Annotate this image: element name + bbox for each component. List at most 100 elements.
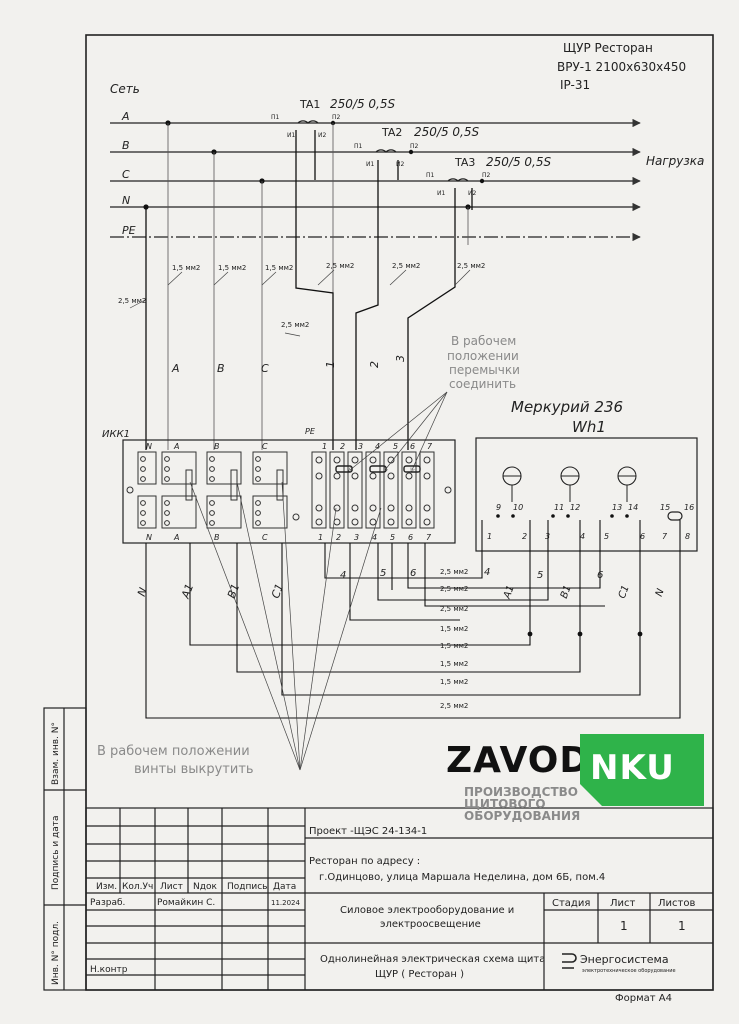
transformer-ta1: TA1 250/5 0,5S П1 П2 И1 И2 — [271, 97, 395, 139]
drawing-title1: Силовое электрооборудование и — [340, 905, 514, 916]
terminal-top-label: PE — [305, 427, 316, 436]
meter-bottom-terminal: 8 — [685, 532, 690, 541]
current-wires — [145, 130, 473, 450]
meter-top-terminal: 11 — [554, 503, 564, 512]
meter-top-terminal: 16 — [684, 503, 694, 512]
terminal-top-label: 4 — [375, 442, 380, 451]
terminal-screw — [315, 504, 323, 512]
meter-bottom-terminal: 6 — [640, 532, 645, 541]
terminal-screw — [315, 518, 323, 526]
terminal-screw — [405, 504, 413, 512]
terminal-top-label: B — [214, 442, 220, 451]
section-mid: 2,5 мм2 — [281, 321, 309, 329]
col-podpis: Подпись — [227, 882, 267, 892]
mark-n-lower: N — [135, 586, 150, 598]
panel-ip: IP-31 — [560, 78, 590, 92]
jumper-note-l4: соединить — [449, 377, 516, 391]
mark-3-upper: 3 — [394, 355, 407, 362]
ta1-p2: П2 — [332, 114, 341, 121]
mark-4-meter: 4 — [484, 567, 490, 578]
ta1-i2: И2 — [318, 132, 326, 139]
meter-bottom-terminal: 2 — [522, 532, 527, 541]
listov-label: Листов — [658, 898, 695, 909]
meter-box — [475, 437, 698, 552]
terminal-screw — [405, 472, 413, 480]
col-ndok: Nдок — [193, 882, 217, 892]
ta2-i2: И2 — [396, 161, 404, 168]
logo-sub-line1: ПРОИЗВОДСТВО — [464, 785, 578, 799]
terminal-bottom-label: 4 — [372, 533, 377, 542]
terminal-screw — [387, 456, 395, 464]
screw-note-l2: винты выкрутить — [134, 762, 254, 777]
logo-subtitle: ПРОИЗВОДСТВО ЩИТОВОГО ОБОРУДОВАНИЯ — [464, 786, 580, 822]
meter-top-terminal: 12 — [570, 503, 580, 512]
logo-nku-text: NKU — [590, 748, 675, 788]
terminal-screw — [140, 476, 146, 482]
terminal-link — [230, 469, 238, 501]
transformer-ta3: TA3 250/5 0,5S П1 П2 И1 И2 — [426, 155, 551, 197]
terminal-screw — [164, 510, 170, 516]
mark-a-upper: A — [171, 362, 180, 375]
terminal-screw — [255, 510, 261, 516]
mark-2-upper: 2 — [368, 361, 381, 368]
logo-notch — [580, 784, 602, 806]
bus-c-label: C — [122, 168, 130, 181]
mount-hole — [444, 486, 452, 494]
logo-zavod-text: ZAVOD — [446, 740, 591, 781]
drawing-title2: электроосвещение — [380, 919, 481, 930]
project-code: Проект -ЩЭС 24-134-1 — [309, 826, 427, 837]
terminal-screw — [369, 456, 377, 464]
meter-top-terminal: 13 — [612, 503, 622, 512]
logo-sub-line2: ЩИТОВОГО — [464, 797, 546, 811]
terminal-screw — [423, 472, 431, 480]
col-izm: Изм. — [96, 882, 117, 892]
terminal-screw — [255, 476, 261, 482]
terminal-screw — [140, 456, 146, 462]
mark-6-meter: 6 — [597, 570, 603, 581]
terminal-screw — [405, 518, 413, 526]
mark-c1-lower: C1 — [269, 582, 286, 600]
terminal-cell — [137, 495, 157, 529]
jumper-bar — [335, 465, 353, 473]
terminal-screw — [333, 518, 341, 526]
terminal-narrow — [311, 451, 327, 529]
address-line2: г.Одинцово, улица Маршала Неделина, дом … — [319, 872, 605, 883]
lower-wiring — [145, 520, 681, 719]
side-stamp-inv: Инв. N° подл. — [51, 921, 61, 985]
lower-section-3: 2,5 мм2 — [440, 605, 468, 613]
ta2-i1: И1 — [366, 161, 374, 168]
meter-bottom-terminal: 4 — [580, 532, 585, 541]
terminal-screw — [164, 476, 170, 482]
ta1-p1: П1 — [271, 114, 280, 121]
lower-section-2: 2,5 мм2 — [440, 585, 468, 593]
terminal-bottom-label: C — [262, 533, 268, 542]
col-kol: Кол.Уч — [122, 882, 153, 892]
terminal-screw — [164, 456, 170, 462]
lower-section-4: 1,5 мм2 — [440, 625, 468, 633]
terminal-screw — [423, 504, 431, 512]
meter-terminal-dot — [511, 514, 515, 518]
meter-terminal-dot — [566, 514, 570, 518]
terminal-narrow — [401, 451, 417, 529]
meter-top-terminal: 15 — [660, 503, 670, 512]
screw-note-l1: В рабочем положении — [97, 744, 250, 759]
bus-n-label: N — [122, 194, 130, 207]
terminal-body — [126, 451, 452, 529]
terminal-narrow — [419, 451, 435, 529]
jumper-note-l3: перемычки — [449, 363, 520, 377]
terminal-screw — [164, 466, 170, 472]
side-stamp-podpis: Подпись и дата — [51, 815, 61, 890]
mark-a1-meter: A1 — [502, 584, 517, 601]
jumper-note-l1: В рабочем — [451, 334, 516, 348]
bus-lines — [110, 118, 641, 242]
drawing-frame — [85, 34, 714, 991]
terminal-screw — [209, 500, 215, 506]
lower-dots — [527, 631, 643, 637]
lower-section-8: 2,5 мм2 — [440, 702, 468, 710]
terminal-screw — [315, 456, 323, 464]
meter-designation: Wh1 — [572, 418, 606, 436]
mark-b1-lower: B1 — [225, 582, 242, 600]
terminal-screw — [209, 476, 215, 482]
paper-format: Формат А4 — [615, 993, 672, 1004]
